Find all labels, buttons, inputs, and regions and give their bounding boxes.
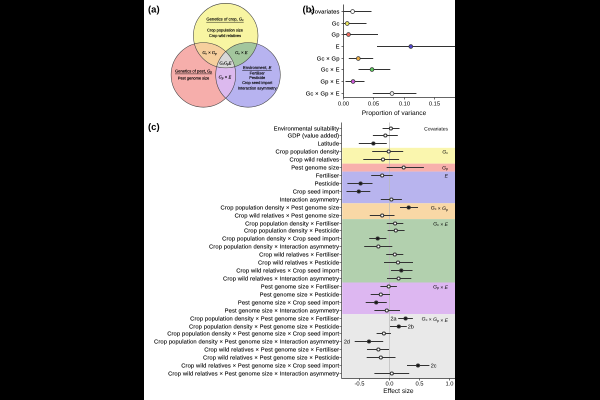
- svg-text:Covariates: Covariates: [310, 9, 339, 16]
- svg-text:Covariates: Covariates: [424, 126, 448, 132]
- svg-text:E: E: [445, 173, 449, 179]
- svg-text:Gc × Gp × E: Gc × Gp × E: [422, 316, 449, 324]
- svg-text:Environmental suitability: Environmental suitability: [274, 125, 340, 132]
- svg-text:Pest genome size: Pest genome size: [178, 75, 210, 80]
- svg-text:Crop wild relatives: Crop wild relatives: [209, 33, 241, 38]
- svg-text:Gc​ × E: Gc​ × E: [235, 50, 248, 56]
- svg-text:2d: 2d: [344, 339, 350, 345]
- svg-text:Pest genome size × Fertiliser: Pest genome size × Fertiliser: [261, 283, 339, 290]
- svg-text:Gp × E: Gp × E: [320, 79, 339, 86]
- svg-text:Crop wild relatives × Interact: Crop wild relatives × Interaction asymme…: [223, 275, 339, 282]
- svg-text:Gc × Gp: Gc × Gp: [431, 205, 448, 212]
- svg-text:Crop seed import: Crop seed import: [293, 188, 340, 195]
- svg-text:0.15: 0.15: [429, 101, 440, 108]
- svg-text:2b: 2b: [408, 324, 414, 330]
- svg-text:Crop population density × Pest: Crop population density × Pest genome si…: [167, 330, 339, 337]
- svg-text:0.05: 0.05: [368, 101, 379, 108]
- svg-text:GDP (value added): GDP (value added): [288, 132, 340, 139]
- svg-text:Crop wild relatives × Pest gen: Crop wild relatives × Pest genome size ×…: [203, 354, 339, 361]
- svg-text:Gc: Gc: [332, 21, 340, 28]
- svg-text:Interaction asymmetry: Interaction asymmetry: [280, 196, 340, 203]
- svg-text:Crop population density × Pest: Crop population density × Pest genome si…: [190, 315, 339, 322]
- svg-text:Crop seed import: Crop seed import: [242, 80, 273, 85]
- svg-text:Crop wild relatives × Pest gen: Crop wild relatives × Pest genome size ×…: [204, 346, 339, 353]
- svg-text:(a): (a): [148, 5, 160, 16]
- svg-text:Fertiliser: Fertiliser: [250, 70, 266, 75]
- svg-text:Gp × E: Gp × E: [433, 284, 449, 291]
- svg-text:E: E: [336, 45, 340, 51]
- svg-text:Pesticide: Pesticide: [315, 180, 340, 187]
- svg-text:Crop population density × Crop: Crop population density × Crop seed impo…: [222, 235, 339, 242]
- svg-text:Interaction asymmetry: Interaction asymmetry: [238, 85, 277, 90]
- svg-text:Crop wild relatives × Pest gen: Crop wild relatives × Pest genome size ×…: [168, 370, 339, 377]
- svg-text:(b): (b): [303, 5, 315, 16]
- svg-text:Crop population density × Pest: Crop population density × Pest genome si…: [189, 323, 339, 330]
- svg-text:Pest genome size × Pesticide: Pest genome size × Pesticide: [260, 291, 340, 298]
- svg-text:Gc × E: Gc × E: [321, 67, 340, 74]
- svg-text:Gc × Gp: Gc × Gp: [317, 56, 340, 63]
- svg-text:Crop wild relatives × Fertilis: Crop wild relatives × Fertiliser: [259, 251, 339, 258]
- svg-text:Crop population size: Crop population size: [207, 28, 244, 33]
- svg-text:2c: 2c: [431, 363, 437, 369]
- svg-text:Latitude: Latitude: [318, 140, 340, 147]
- svg-text:Gc​Gp​E: Gc​Gp​E: [219, 60, 231, 66]
- svg-text:Environment, E: Environment, E: [243, 65, 272, 70]
- svg-text:Crop population density × Pest: Crop population density × Pest genome si…: [154, 338, 339, 345]
- svg-text:Gc × E: Gc × E: [433, 221, 448, 228]
- svg-text:Effect size: Effect size: [383, 388, 414, 395]
- svg-text:0.10: 0.10: [399, 101, 410, 108]
- svg-text:Gp​ × E: Gp​ × E: [219, 74, 232, 80]
- svg-text:Crop population density: Crop population density: [276, 148, 340, 155]
- svg-text:Crop wild relatives × Pest gen: Crop wild relatives × Pest genome size ×…: [181, 362, 339, 369]
- svg-text:Crop wild relatives: Crop wild relatives: [290, 156, 340, 163]
- svg-text:Genetics of crop, Gc​: Genetics of crop, Gc​: [206, 17, 244, 23]
- svg-text:Crop wild relatives × Crop see: Crop wild relatives × Crop seed import: [236, 267, 339, 274]
- svg-text:Crop population density × Inte: Crop population density × Interaction as…: [209, 243, 339, 250]
- svg-text:Gc​ × Gp​: Gc​ × Gp​: [202, 50, 217, 56]
- svg-text:2a: 2a: [390, 316, 397, 322]
- svg-text:1.0: 1.0: [445, 381, 453, 388]
- svg-text:0.0: 0.0: [385, 381, 393, 388]
- svg-text:Fertiliser: Fertiliser: [316, 172, 339, 179]
- svg-text:Pest genome size × Interaction: Pest genome size × Interaction asymmetry: [225, 307, 340, 314]
- svg-text:Crop population density × Fert: Crop population density × Fertiliser: [245, 220, 339, 227]
- svg-text:Gp: Gp: [332, 32, 340, 39]
- svg-text:Crop population density × Pest: Crop population density × Pesticide: [244, 227, 339, 234]
- svg-text:Crop wild relatives × Pesticid: Crop wild relatives × Pesticide: [258, 259, 339, 266]
- svg-text:Pesticide: Pesticide: [249, 75, 266, 80]
- svg-text:Crop population density × Pest: Crop population density × Pest genome si…: [221, 204, 340, 211]
- svg-text:Proportion of variance: Proportion of variance: [362, 110, 427, 117]
- svg-text:Genetics of pest, Gp​: Genetics of pest, Gp​: [175, 69, 212, 75]
- svg-text:0.5: 0.5: [415, 381, 423, 388]
- svg-text:0.00: 0.00: [338, 101, 349, 108]
- svg-text:(c): (c): [148, 122, 160, 133]
- svg-text:Gc × Gp × E: Gc × Gp × E: [306, 91, 340, 98]
- svg-text:Gp: Gp: [442, 165, 448, 171]
- svg-text:Pest genome size: Pest genome size: [291, 164, 339, 171]
- svg-text:Pest genome size × Crop seed i: Pest genome size × Crop seed import: [238, 299, 340, 306]
- svg-text:Gc: Gc: [442, 149, 448, 155]
- svg-text:Crop wild relatives × Pest gen: Crop wild relatives × Pest genome size: [235, 212, 340, 219]
- svg-text:-0.5: -0.5: [355, 381, 365, 388]
